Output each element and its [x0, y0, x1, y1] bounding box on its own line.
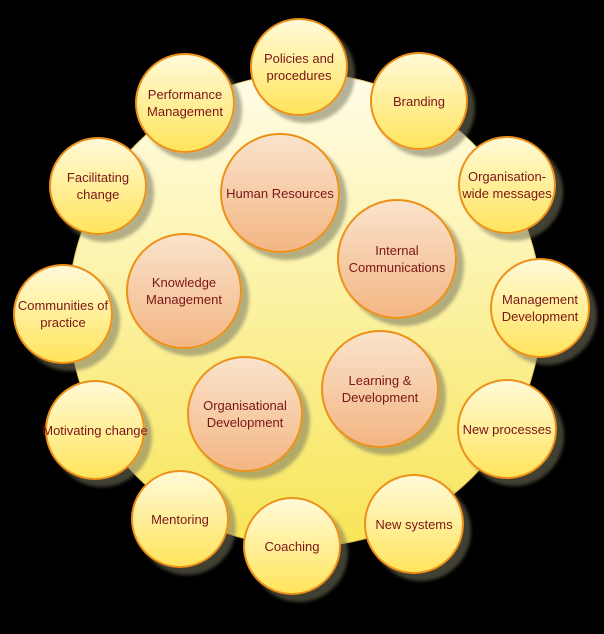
node-label: Performance Management: [147, 87, 223, 119]
node-label: Motivating change: [42, 422, 148, 438]
node-label: Coaching: [264, 538, 320, 554]
node-label: Organisation- wide messages: [462, 169, 552, 201]
node-label: Internal Communications: [348, 243, 446, 275]
node-label: Mentoring: [151, 511, 209, 527]
node-communities-of-practice: Communities of practice: [13, 264, 113, 364]
node-organisation-wide-messages: Organisation- wide messages: [458, 136, 556, 234]
node-facilitating-change: Facilitating change: [49, 137, 147, 235]
node-label: Learning & Development: [341, 373, 419, 405]
node-organisational-development: Organisational Development: [187, 356, 303, 472]
node-new-systems: New systems: [364, 474, 464, 574]
node-label: Policies and procedures: [263, 51, 335, 83]
node-performance-management: Performance Management: [135, 53, 235, 153]
node-label: Organisational Development: [203, 398, 287, 430]
node-label: Management Development: [501, 292, 579, 324]
node-knowledge-management: Knowledge Management: [126, 233, 242, 349]
node-human-resources: Human Resources: [220, 133, 340, 253]
node-label: New processes: [462, 421, 552, 437]
node-internal-communications: Internal Communications: [337, 199, 457, 319]
node-new-processes: New processes: [457, 379, 557, 479]
node-policies-procedures: Policies and procedures: [250, 18, 348, 116]
node-coaching: Coaching: [243, 497, 341, 595]
node-mentoring: Mentoring: [131, 470, 229, 568]
node-label: Branding: [392, 93, 446, 109]
node-management-development: Management Development: [490, 258, 590, 358]
node-label: Human Resources: [226, 185, 334, 201]
node-motivating-change: Motivating change: [42, 380, 148, 480]
node-label: Knowledge Management: [146, 275, 222, 307]
node-label: New systems: [375, 516, 453, 532]
node-label: Facilitating change: [66, 170, 130, 202]
node-learning-development: Learning & Development: [321, 330, 439, 448]
node-branding: Branding: [370, 52, 468, 150]
node-label: Communities of practice: [17, 298, 109, 330]
